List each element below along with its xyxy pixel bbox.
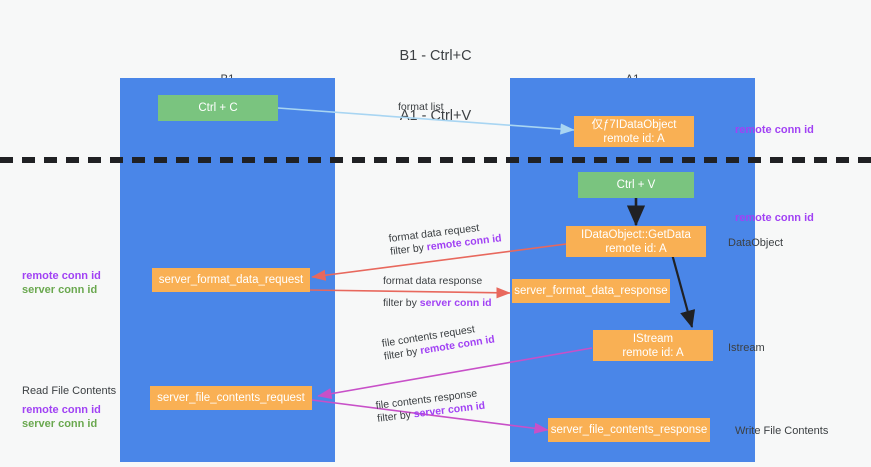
box-idataobject-subtitle: remote id: A xyxy=(603,132,665,145)
annotation-remote-conn-id-mid: remote conn id xyxy=(735,212,814,224)
annotation-remote-conn-id-top: remote conn id xyxy=(735,124,814,136)
annotation-left-server-conn-id-2: server conn id xyxy=(22,418,98,430)
box-getdata-title: IDataObject::GetData xyxy=(581,228,691,241)
edge-label-file-contents-request: file contents request filter by remote c… xyxy=(381,320,496,363)
box-istream-title: IStream xyxy=(632,332,674,345)
edge-label-format-data-request: format data request filter by remote con… xyxy=(388,219,502,258)
title-line-1: B1 - Ctrl+C xyxy=(399,48,472,64)
box-ctrl-c-label: Ctrl + C xyxy=(198,102,238,114)
edge-label-format-list: format list xyxy=(398,101,444,114)
box-ctrl-v-label: Ctrl + V xyxy=(616,179,656,191)
box-server-file-contents-request[interactable]: server_file_contents_request xyxy=(150,386,312,410)
box-server-file-contents-response[interactable]: server_file_contents_response xyxy=(548,418,710,442)
edge-label-format-data-response: format data response filter by server co… xyxy=(383,275,492,310)
edge-label-file-contents-response: file contents response filter by server … xyxy=(375,387,486,426)
edge-label-format-data-response-filter: filter by server conn id xyxy=(383,297,492,310)
box-server-file-contents-request-label: server_file_contents_request xyxy=(157,392,305,404)
box-ctrl-c[interactable]: Ctrl + C xyxy=(158,95,278,121)
box-server-format-data-request[interactable]: server_format_data_request xyxy=(152,268,310,292)
box-server-format-data-response-label: server_format_data_response xyxy=(514,285,668,297)
box-ctrl-v[interactable]: Ctrl + V xyxy=(578,172,694,198)
edge-label-format-data-response-text: format data response xyxy=(383,275,483,287)
box-getdata-subtitle: remote id: A xyxy=(605,242,667,255)
box-idataobject[interactable]: 仅ƒ7IDataObject remote id: A xyxy=(574,116,694,147)
box-idataobject-title: 仅ƒ7IDataObject xyxy=(591,118,677,131)
box-istream-subtitle: remote id: A xyxy=(622,346,684,359)
annotation-left-remote-conn-id-2: remote conn id xyxy=(22,404,101,416)
annotation-left-server-conn-id: server conn id xyxy=(22,284,98,296)
annotation-dataobject: DataObject xyxy=(728,237,784,249)
edge-label-format-list-text: format list xyxy=(398,101,444,113)
box-server-format-data-request-label: server_format_data_request xyxy=(158,274,304,286)
annotation-left-remote-conn-id: remote conn id xyxy=(22,270,101,282)
annotation-write-file-contents: Write File Contents xyxy=(735,425,829,437)
box-server-file-contents-response-label: server_file_contents_response xyxy=(550,424,708,436)
annotation-read-file-contents: Read File Contents xyxy=(22,385,117,397)
filter-key-server-conn-id: server conn id xyxy=(419,297,492,309)
box-istream[interactable]: IStream remote id: A xyxy=(593,330,713,361)
annotation-istream: Istream xyxy=(728,342,765,354)
filter-prefix: filter by xyxy=(383,297,420,309)
box-idataobject-getdata[interactable]: IDataObject::GetData remote id: A xyxy=(566,226,706,257)
box-server-format-data-response[interactable]: server_format_data_response xyxy=(512,279,670,303)
